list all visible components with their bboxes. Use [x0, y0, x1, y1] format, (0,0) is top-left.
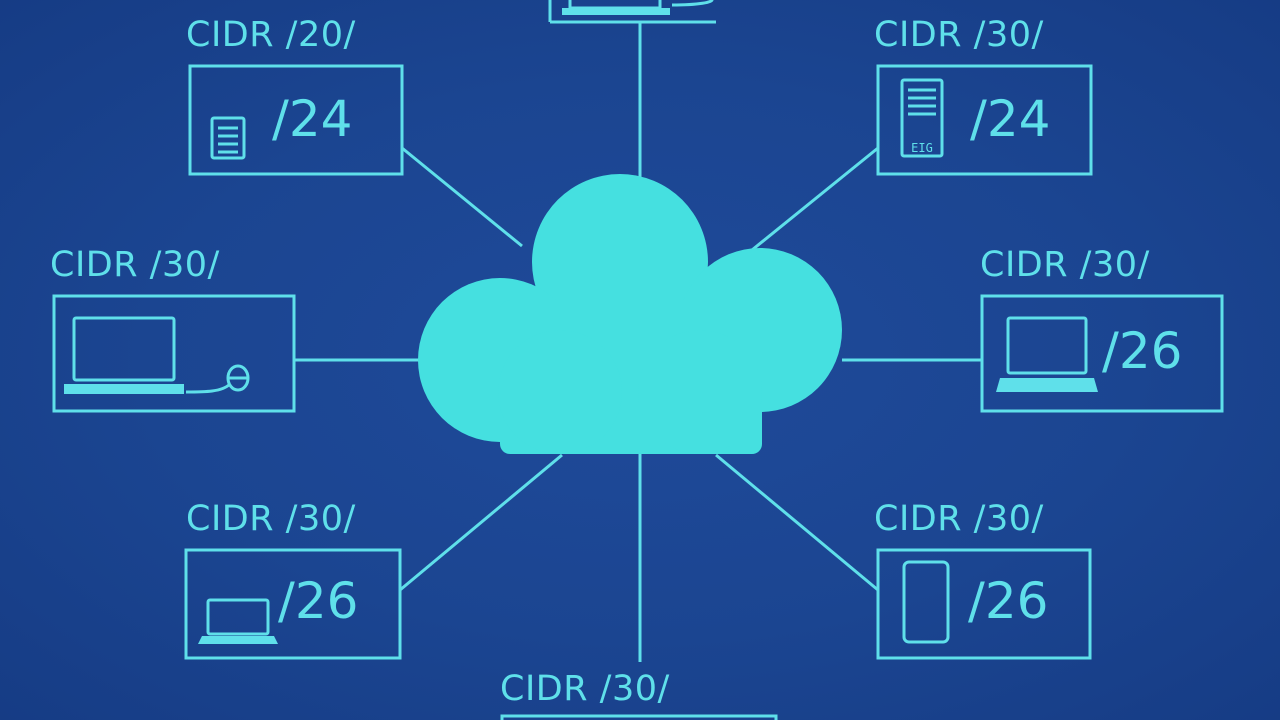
node-prefix-top-right: /24 [970, 90, 1051, 148]
node-box-bottom [500, 714, 778, 720]
node-box-bottom-right [876, 548, 1092, 660]
laptop-icon [996, 316, 1098, 392]
server-icon [210, 116, 246, 160]
node-box-mid-right [980, 294, 1224, 413]
node-label-bottom: CIDR /30/ [500, 669, 670, 709]
node-prefix-mid-right: /26 [1102, 322, 1183, 380]
node-box-top-right [876, 64, 1093, 176]
mouse-icon [185, 364, 250, 394]
connector-top-right [751, 146, 879, 252]
node-label-bottom-left: CIDR /30/ [186, 499, 356, 539]
server-icon [900, 78, 944, 158]
node-label-bottom-right: CIDR /30/ [874, 499, 1044, 539]
node-box-bottom-left [184, 548, 402, 660]
laptop-icon [64, 316, 184, 394]
laptop-icon [562, 0, 714, 15]
node-top [548, 0, 716, 24]
node-label-top-right: CIDR /30/ [874, 15, 1044, 55]
node-prefix-bottom-left: /26 [278, 572, 359, 630]
node-prefix-top-left: /24 [272, 90, 353, 148]
connector-bottom-left [399, 453, 563, 592]
laptop-icon [198, 598, 278, 644]
connector-top-left [401, 146, 523, 248]
connector-bottom-right [715, 453, 879, 592]
node-box-top-left [188, 64, 404, 176]
node-prefix-bottom-right: /26 [968, 572, 1049, 630]
node-label-mid-left: CIDR /30/ [50, 245, 220, 285]
node-box-mid-left [52, 294, 296, 413]
server-tag: EIG [911, 141, 933, 155]
phone-icon [902, 560, 950, 644]
node-label-mid-right: CIDR /30/ [980, 245, 1150, 285]
cloud-icon [418, 174, 842, 454]
node-label-top-left: CIDR /20/ [186, 15, 356, 55]
